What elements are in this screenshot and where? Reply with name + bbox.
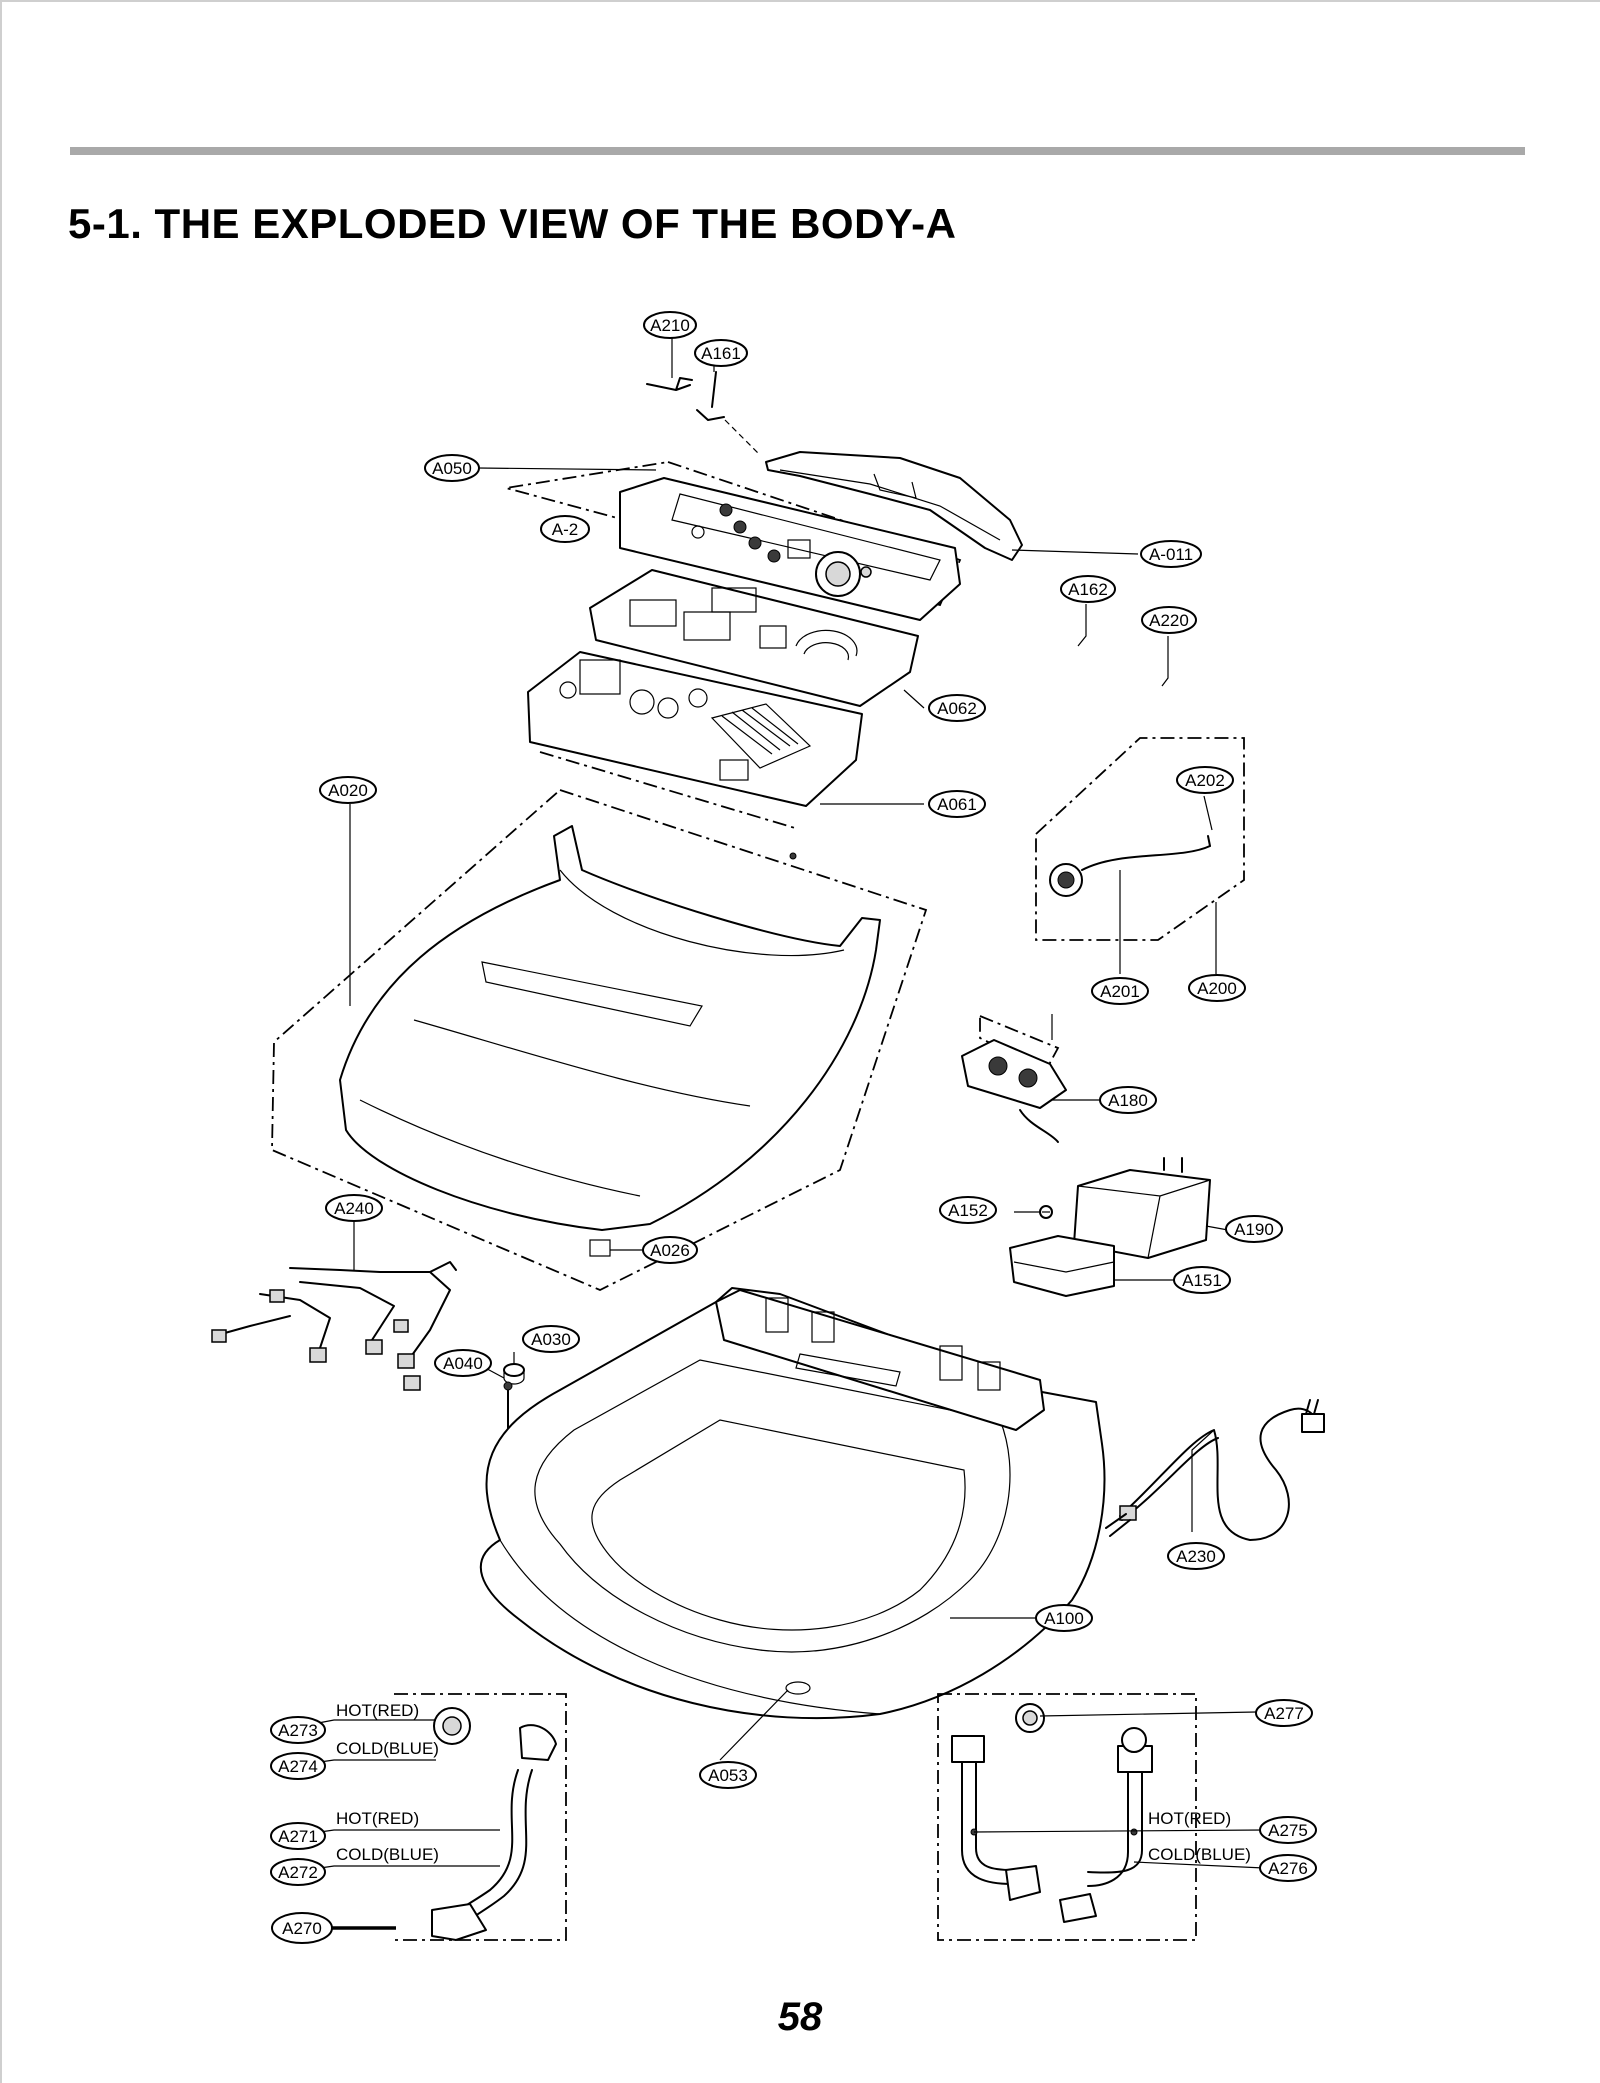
left-inlet-cold-label: COLD(BLUE) xyxy=(336,1739,439,1758)
callout-a062-label: A062 xyxy=(937,699,977,718)
callout-a030-label: A030 xyxy=(531,1330,571,1349)
callout-a053-label: A053 xyxy=(708,1766,748,1785)
callout-a275: A275 xyxy=(1259,1816,1317,1844)
control-panel-a2 xyxy=(505,461,962,621)
cap-a030 xyxy=(503,1363,525,1385)
callout-a151-label: A151 xyxy=(1182,1271,1222,1290)
valve-bracket-a180 xyxy=(961,1014,1067,1143)
callout-a274-label: A274 xyxy=(278,1757,318,1776)
top-rule xyxy=(70,147,1525,155)
control-panel-cover-a011 xyxy=(765,451,1023,561)
callout-a061-label: A061 xyxy=(937,795,977,814)
callout-a020-label: A020 xyxy=(328,781,368,800)
callout-a220-label: A220 xyxy=(1149,611,1189,630)
callout-a020: A020 xyxy=(319,776,377,804)
display-pcb-a062 xyxy=(589,569,919,707)
callout-a210: A210 xyxy=(643,311,697,339)
left-inlet-hot-label: HOT(RED) xyxy=(336,1701,419,1720)
left-hose-box-a270 xyxy=(394,1693,567,1941)
callout-a240: A240 xyxy=(325,1194,383,1222)
screw-a152 xyxy=(1039,1205,1053,1219)
callout-a200-label: A200 xyxy=(1197,979,1237,998)
callout-a271-label: A271 xyxy=(278,1827,318,1846)
callout-a201-label: A201 xyxy=(1100,982,1140,1001)
power-cord-a230 xyxy=(1105,1399,1325,1541)
callout-a011-label: A-011 xyxy=(1149,545,1193,564)
callout-a011: A-011 xyxy=(1140,540,1202,568)
spring-a210 xyxy=(646,377,693,391)
callout-a202-label: A202 xyxy=(1185,771,1225,790)
callout-a152: A152 xyxy=(939,1196,997,1224)
callout-a277-label: A277 xyxy=(1264,1704,1304,1723)
top-cover-a020 xyxy=(271,788,928,1291)
page-title: 5-1. THE EXPLODED VIEW OF THE BODY-A xyxy=(68,200,957,247)
callout-a152-label: A152 xyxy=(948,1201,988,1220)
main-pcb-a061 xyxy=(527,651,863,829)
callout-a210-label: A210 xyxy=(650,316,690,335)
callout-a230: A230 xyxy=(1167,1542,1225,1570)
callout-a151: A151 xyxy=(1173,1266,1231,1294)
callout-a270: A270 xyxy=(271,1912,333,1944)
callout-a030: A030 xyxy=(522,1325,580,1353)
callout-a161: A161 xyxy=(694,339,748,367)
callout-a272: A272 xyxy=(270,1858,326,1886)
callout-a273-label: A273 xyxy=(278,1721,318,1740)
callout-a277: A277 xyxy=(1255,1699,1313,1727)
callout-a2: A-2 xyxy=(540,515,590,543)
callout-a062: A062 xyxy=(928,694,986,722)
callout-a026: A026 xyxy=(642,1236,698,1264)
callout-a040: A040 xyxy=(434,1349,492,1377)
callout-a050: A050 xyxy=(424,454,480,482)
callout-a180-label: A180 xyxy=(1108,1091,1148,1110)
callout-a202: A202 xyxy=(1176,766,1234,794)
callout-a026-label: A026 xyxy=(650,1241,690,1260)
callout-a190: A190 xyxy=(1225,1215,1283,1243)
callout-a061: A061 xyxy=(928,790,986,818)
callout-a276-label: A276 xyxy=(1268,1859,1308,1878)
left-hose-cold-label: COLD(BLUE) xyxy=(336,1845,439,1864)
callout-a230-label: A230 xyxy=(1176,1547,1216,1566)
callout-a276: A276 xyxy=(1259,1854,1317,1882)
callout-a2-label: A-2 xyxy=(552,520,578,539)
callout-a053: A053 xyxy=(699,1761,757,1789)
callout-a270-label: A270 xyxy=(282,1919,322,1938)
callout-a273: A273 xyxy=(270,1716,326,1744)
assembly-dot xyxy=(789,852,797,860)
callout-a200: A200 xyxy=(1188,974,1246,1002)
right-hose-box-a277 xyxy=(937,1693,1197,1941)
assembly-line xyxy=(724,419,761,456)
right-hose-hot-label: HOT(RED) xyxy=(1148,1809,1231,1828)
callout-a220: A220 xyxy=(1141,606,1197,634)
callout-a161-label: A161 xyxy=(701,344,741,363)
hinge-a161 xyxy=(696,371,725,421)
callout-a162: A162 xyxy=(1060,575,1116,603)
left-hose-hot-label: HOT(RED) xyxy=(336,1809,419,1828)
callout-a201: A201 xyxy=(1091,977,1149,1005)
callout-a180: A180 xyxy=(1099,1086,1157,1114)
callout-a271: A271 xyxy=(270,1822,326,1850)
wire-harness-a240 xyxy=(211,1261,457,1391)
callout-a240-label: A240 xyxy=(334,1199,374,1218)
callout-a040-label: A040 xyxy=(443,1354,483,1373)
callout-a100: A100 xyxy=(1035,1604,1093,1632)
callout-a272-label: A272 xyxy=(278,1863,318,1882)
callout-a274: A274 xyxy=(270,1752,326,1780)
callout-a275-label: A275 xyxy=(1268,1821,1308,1840)
callout-a100-label: A100 xyxy=(1044,1609,1084,1628)
page-number: 58 xyxy=(777,1995,823,2039)
cabinet-top-a100 xyxy=(479,1287,1106,1720)
detergent-drawer-a151 xyxy=(1009,1235,1115,1297)
leader-lines xyxy=(291,338,1265,1930)
right-hose-cold-label: COLD(BLUE) xyxy=(1148,1845,1251,1864)
callout-a050-label: A050 xyxy=(432,459,472,478)
callout-a190-label: A190 xyxy=(1234,1220,1274,1239)
callout-a162-label: A162 xyxy=(1068,580,1108,599)
pressure-switch-group-a200 xyxy=(1035,737,1245,941)
